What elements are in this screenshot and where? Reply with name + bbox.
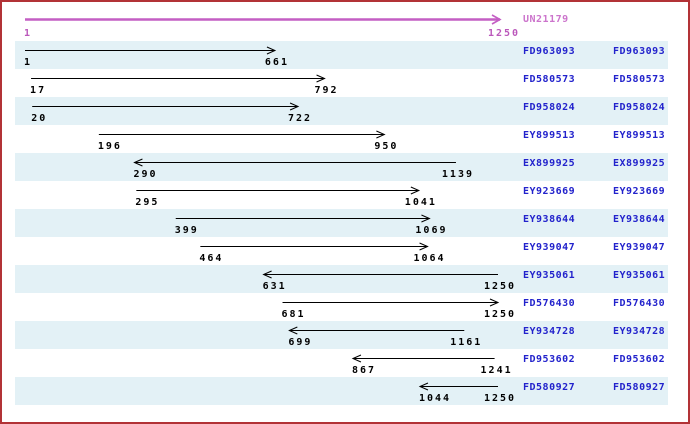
alignment-arrow <box>200 242 429 251</box>
alignment-start-coord: 196 <box>97 141 122 152</box>
alignment-start-coord: 631 <box>262 281 287 292</box>
accession-link[interactable]: EY923669 <box>523 186 576 197</box>
alignment-arrow <box>288 326 465 335</box>
accession-link-secondary[interactable]: EY939047 <box>613 242 666 253</box>
accession-link[interactable]: EY935061 <box>523 270 576 281</box>
alignment-arrow <box>282 298 500 307</box>
alignment-start-coord: 464 <box>199 253 224 264</box>
alignment-row: 464 1064 EY939047 EY939047 <box>2 237 688 265</box>
alignment-end-coord: 950 <box>374 141 399 152</box>
row-background <box>15 209 668 237</box>
alignment-row: 290 1139 EX899925 EX899925 <box>2 153 688 181</box>
alignment-end-coord: 792 <box>314 85 339 96</box>
accession-link[interactable]: EY934728 <box>523 326 576 337</box>
accession-link[interactable]: FD576430 <box>523 298 576 309</box>
ruler-start-coord: 1 <box>24 28 33 39</box>
alignment-row: 867 1241 FD953602 FD953602 <box>2 349 688 377</box>
accession-link-secondary[interactable]: FD580573 <box>613 74 666 85</box>
alignment-start-coord: 20 <box>31 113 48 124</box>
alignment-row: 17 792 FD580573 FD580573 <box>2 69 688 97</box>
alignment-start-coord: 699 <box>288 337 313 348</box>
alignment-row: 196 950 EY899513 EY899513 <box>2 125 688 153</box>
alignment-arrow <box>98 130 386 139</box>
accession-link[interactable]: EY899513 <box>523 130 576 141</box>
alignment-arrow <box>31 74 326 83</box>
accession-link-secondary[interactable]: EY899513 <box>613 130 666 141</box>
alignment-end-coord: 1161 <box>450 337 483 348</box>
row-background <box>15 321 668 349</box>
accession-link[interactable]: FD580927 <box>523 382 576 393</box>
accession-link[interactable]: FD580573 <box>523 74 576 85</box>
row-background <box>15 41 668 69</box>
alignment-row: 631 1250 EY935061 EY935061 <box>2 265 688 293</box>
row-background <box>15 265 668 293</box>
alignment-row: 681 1250 FD576430 FD576430 <box>2 293 688 321</box>
reference-arrow <box>25 14 502 25</box>
accession-link-secondary[interactable]: FD963093 <box>613 46 666 57</box>
ruler-end-coord: 1250 <box>487 28 521 39</box>
alignment-end-coord: 1064 <box>413 253 446 264</box>
accession-link[interactable]: EY939047 <box>523 242 576 253</box>
alignment-row: 399 1069 EY938644 EY938644 <box>2 209 688 237</box>
accession-link-secondary[interactable]: EY934728 <box>613 326 666 337</box>
alignment-arrow <box>133 158 456 167</box>
alignment-start-coord: 1044 <box>418 393 452 404</box>
alignment-start-coord: 1 <box>24 57 33 68</box>
alignment-row: 20 722 FD958024 FD958024 <box>2 97 688 125</box>
accession-link-secondary[interactable]: FD580927 <box>613 382 666 393</box>
alignment-start-coord: 290 <box>133 169 158 180</box>
alignment-arrow <box>25 46 277 55</box>
alignment-arrow <box>418 382 498 391</box>
alignment-start-coord: 295 <box>135 197 160 208</box>
alignment-end-coord: 1041 <box>404 197 437 208</box>
alignment-end-coord: 1250 <box>483 309 517 320</box>
alignment-end-coord: 1241 <box>480 365 513 376</box>
alignment-arrow <box>136 186 421 195</box>
alignment-start-coord: 681 <box>281 309 306 320</box>
accession-link-secondary[interactable]: EY938644 <box>613 214 666 225</box>
accession-link-secondary[interactable]: FD576430 <box>613 298 666 309</box>
alignment-end-coord: 1069 <box>415 225 448 236</box>
alignment-start-coord: 399 <box>174 225 199 236</box>
accession-link[interactable]: EX899925 <box>523 158 576 169</box>
accession-link-secondary[interactable]: FD958024 <box>613 102 666 113</box>
accession-link[interactable]: FD958024 <box>523 102 576 113</box>
alignment-end-coord: 1139 <box>441 169 474 180</box>
alignment-start-coord: 17 <box>30 85 47 96</box>
accession-link[interactable]: FD953602 <box>523 354 576 365</box>
row-background <box>15 153 668 181</box>
alignment-arrow <box>351 354 495 363</box>
alignment-end-coord: 1250 <box>483 393 517 404</box>
accession-link-secondary[interactable]: EY923669 <box>613 186 666 197</box>
alignment-start-coord: 867 <box>351 365 377 376</box>
alignment-row: 295 1041 EY923669 EY923669 <box>2 181 688 209</box>
accession-link-secondary[interactable]: FD953602 <box>613 354 666 365</box>
alignment-row: 1 661 FD963093 FD963093 <box>2 41 688 69</box>
alignment-arrow <box>262 270 498 279</box>
alignment-row: 1044 1250 FD580927 FD580927 <box>2 377 688 405</box>
row-background <box>15 97 668 125</box>
alignment-row: 699 1161 EY934728 EY934728 <box>2 321 688 349</box>
reference-id-label[interactable]: UN21179 <box>523 14 569 25</box>
alignment-end-coord: 722 <box>288 113 313 124</box>
row-background <box>15 377 668 405</box>
alignment-arrow <box>32 102 300 111</box>
accession-link-secondary[interactable]: EY935061 <box>613 270 666 281</box>
accession-link[interactable]: FD963093 <box>523 46 576 57</box>
alignment-end-coord: 1250 <box>483 281 517 292</box>
alignment-end-coord: 661 <box>264 57 289 68</box>
accession-link-secondary[interactable]: EX899925 <box>613 158 666 169</box>
reference-ruler-row: 1 1250 UN21179 <box>2 2 688 41</box>
alignment-arrow <box>175 214 431 223</box>
accession-link[interactable]: EY938644 <box>523 214 576 225</box>
